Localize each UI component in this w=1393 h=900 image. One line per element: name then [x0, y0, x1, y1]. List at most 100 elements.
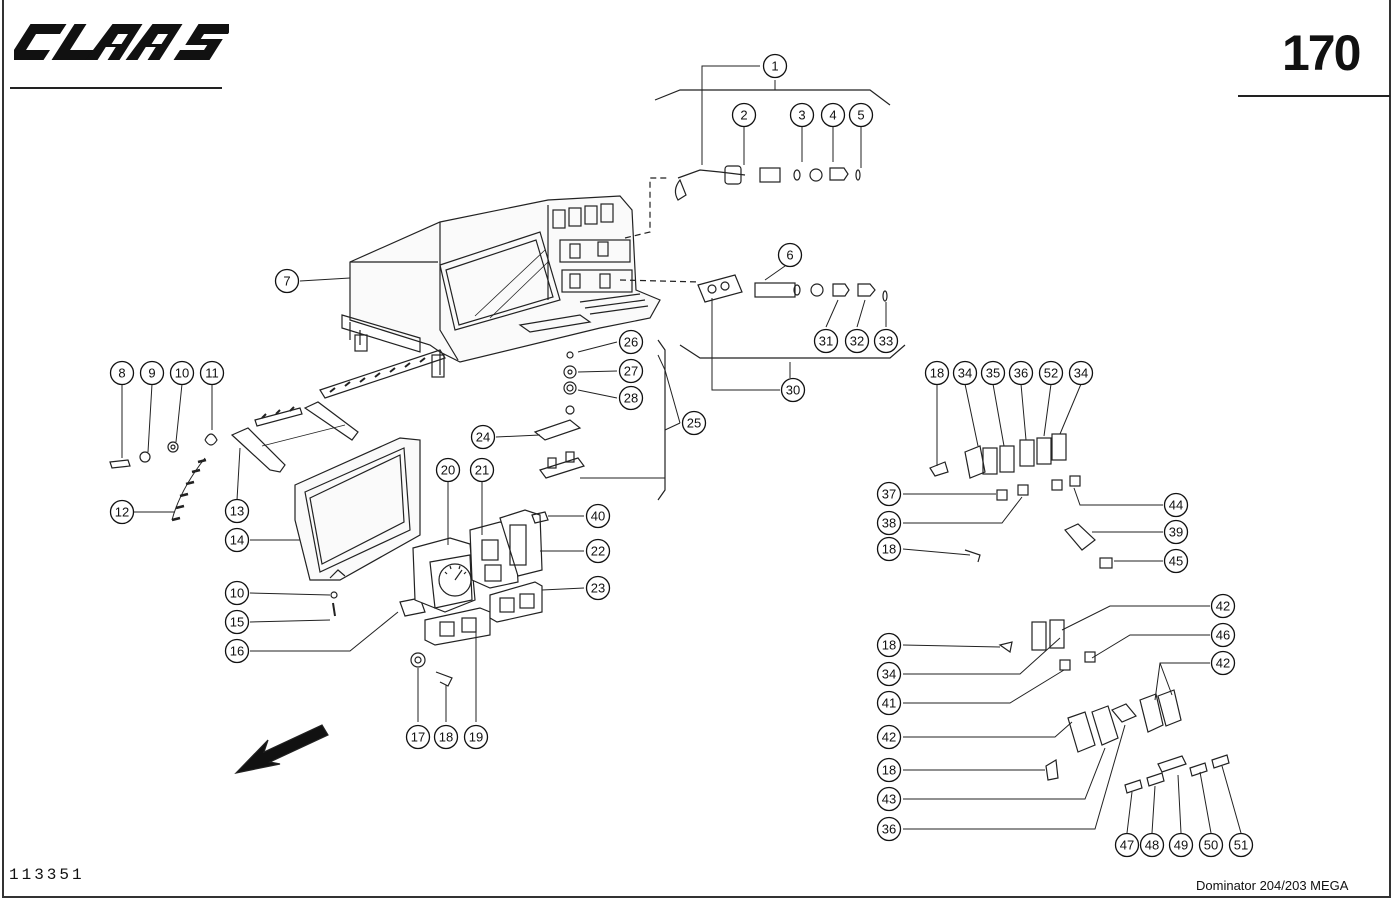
callout-label: 44: [1169, 498, 1183, 513]
callout-label: 37: [882, 487, 896, 502]
callout-c20: 20: [435, 457, 461, 483]
callout-label: 52: [1044, 366, 1058, 381]
callout-c12: 12: [109, 499, 135, 525]
rocker-switch-group-top: [929, 433, 1067, 479]
callout-circle: [876, 757, 902, 783]
rocker-switch-group-bottom: [998, 619, 1182, 781]
callout-label: 42: [1216, 599, 1230, 614]
callout-c23: 23: [585, 575, 611, 601]
callout-c18c: 18: [876, 536, 902, 562]
callout-label: 38: [882, 516, 896, 531]
callout-c34b: 34: [1068, 360, 1094, 386]
callout-c39: 39: [1163, 519, 1189, 545]
callout-c19: 19: [463, 724, 489, 750]
callout-circle: [820, 102, 846, 128]
callout-circle: [876, 724, 902, 750]
callout-label: 26: [624, 335, 638, 350]
callout-c41: 41: [876, 690, 902, 716]
callout-label: 18: [439, 730, 453, 745]
callout-c5: 5: [848, 102, 874, 128]
callout-circle: [109, 360, 135, 386]
callout-circle: [469, 457, 495, 483]
callout-label: 11: [205, 366, 219, 381]
callout-label: 15: [230, 615, 244, 630]
callout-circle: [1139, 832, 1165, 858]
callout-circle: [777, 242, 803, 268]
callout-c42b: 42: [1210, 650, 1236, 676]
callout-circle: [1210, 622, 1236, 648]
callout-c38: 38: [876, 510, 902, 536]
callout-c3: 3: [789, 102, 815, 128]
callout-c10b: 10: [224, 580, 250, 606]
callout-c7: 7: [274, 268, 300, 294]
callout-label: 32: [850, 334, 864, 349]
callout-label: 35: [986, 366, 1000, 381]
callout-c18e: 18: [876, 757, 902, 783]
instrument-cluster: [412, 509, 543, 646]
callout-label: 25: [687, 416, 701, 431]
callout-circle: [199, 360, 225, 386]
callout-label: 22: [591, 544, 605, 559]
callout-c18b: 18: [924, 360, 950, 386]
callout-label: 10: [230, 586, 244, 601]
callout-c44: 44: [1163, 492, 1189, 518]
callout-c52: 52: [1038, 360, 1064, 386]
callout-c36a: 36: [1008, 360, 1034, 386]
callout-c2: 2: [731, 102, 757, 128]
callout-c1: 1: [762, 53, 788, 79]
callout-label: 42: [1216, 656, 1230, 671]
callout-c9: 9: [139, 360, 165, 386]
claas-logo: [7, 18, 235, 70]
callout-label: 30: [786, 383, 800, 398]
callout-label: 27: [624, 364, 638, 379]
callout-label: 43: [882, 792, 896, 807]
callout-label: 50: [1204, 838, 1218, 853]
callout-c35: 35: [980, 360, 1006, 386]
callout-circle: [585, 575, 611, 601]
callout-c27: 27: [618, 358, 644, 384]
callout-c37: 37: [876, 481, 902, 507]
callout-circle: [109, 499, 135, 525]
callout-circle: [224, 609, 250, 635]
callout-c18a: 18: [433, 724, 459, 750]
callout-label: 19: [469, 730, 483, 745]
callout-c48: 48: [1139, 832, 1165, 858]
callout-circle: [924, 360, 950, 386]
callout-circle: [274, 268, 300, 294]
callout-c22: 22: [585, 538, 611, 564]
callout-c32: 32: [844, 328, 870, 354]
callout-c50: 50: [1198, 832, 1224, 858]
callout-circle: [618, 385, 644, 411]
frame-right-border: [1389, 0, 1391, 898]
page-number-underline: [1238, 95, 1390, 97]
callout-circle: [789, 102, 815, 128]
callout-label: 6: [786, 248, 793, 263]
callout-circle: [1198, 832, 1224, 858]
callout-label: 41: [882, 696, 896, 711]
callout-label: 39: [1169, 525, 1183, 540]
page-number: 170: [1282, 25, 1361, 81]
callout-circle: [876, 816, 902, 842]
callout-label: 28: [624, 391, 638, 406]
callout-circle: [585, 538, 611, 564]
callout-circle: [731, 102, 757, 128]
callout-c47: 47: [1114, 832, 1140, 858]
callout-c14: 14: [224, 527, 250, 553]
callout-label: 18: [882, 763, 896, 778]
callout-label: 4: [829, 108, 836, 123]
callout-label: 14: [230, 533, 244, 548]
callout-c6: 6: [777, 242, 803, 268]
callout-label: 33: [879, 334, 893, 349]
callout-circle: [681, 410, 707, 436]
document-number: 113351: [9, 866, 85, 884]
callout-label: 8: [118, 366, 125, 381]
callout-c21: 21: [469, 457, 495, 483]
callout-label: 46: [1216, 628, 1230, 643]
callout-label: 23: [591, 581, 605, 596]
callout-label: 47: [1120, 838, 1134, 853]
claas-logo-wordmark: [7, 24, 235, 60]
callout-circle: [585, 503, 611, 529]
callout-c42a: 42: [1210, 593, 1236, 619]
callout-circle: [952, 360, 978, 386]
callout-label: 5: [857, 108, 864, 123]
